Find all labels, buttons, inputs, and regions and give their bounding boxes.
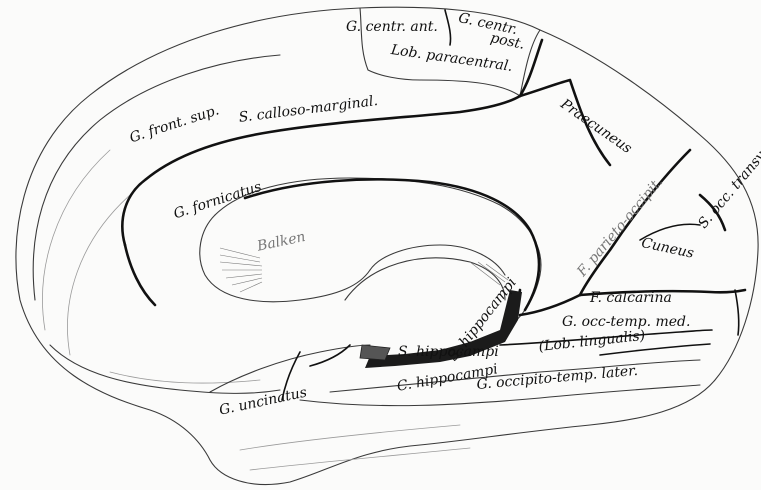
frontal-inner-contour bbox=[33, 55, 280, 300]
uncinate-contour bbox=[210, 345, 370, 392]
label-g-centr-ant: G. centr. ant. bbox=[346, 20, 438, 34]
fornix-curve bbox=[370, 245, 505, 275]
frontal-lower-contour bbox=[50, 345, 280, 393]
label-g-occ-temp-med: G. occ-temp. med. bbox=[562, 315, 690, 329]
uncus-notch bbox=[360, 345, 390, 360]
temporal-faint-line-2 bbox=[250, 448, 470, 470]
corpus-callosum-inner bbox=[200, 215, 370, 302]
frontal-faint-line-1 bbox=[43, 150, 110, 330]
temporal-faint-line-1 bbox=[240, 425, 460, 450]
corpus-callosum-hatching bbox=[220, 248, 508, 292]
calloso-marginal-lower-branch bbox=[125, 245, 155, 305]
label-f-calcarina: F. calcarina bbox=[590, 291, 672, 305]
parieto-occipital-fissure bbox=[580, 150, 690, 295]
calcarine-branch bbox=[735, 290, 739, 335]
central-sulcus-notch bbox=[445, 10, 451, 45]
frontal-faint-line-2 bbox=[68, 195, 131, 355]
